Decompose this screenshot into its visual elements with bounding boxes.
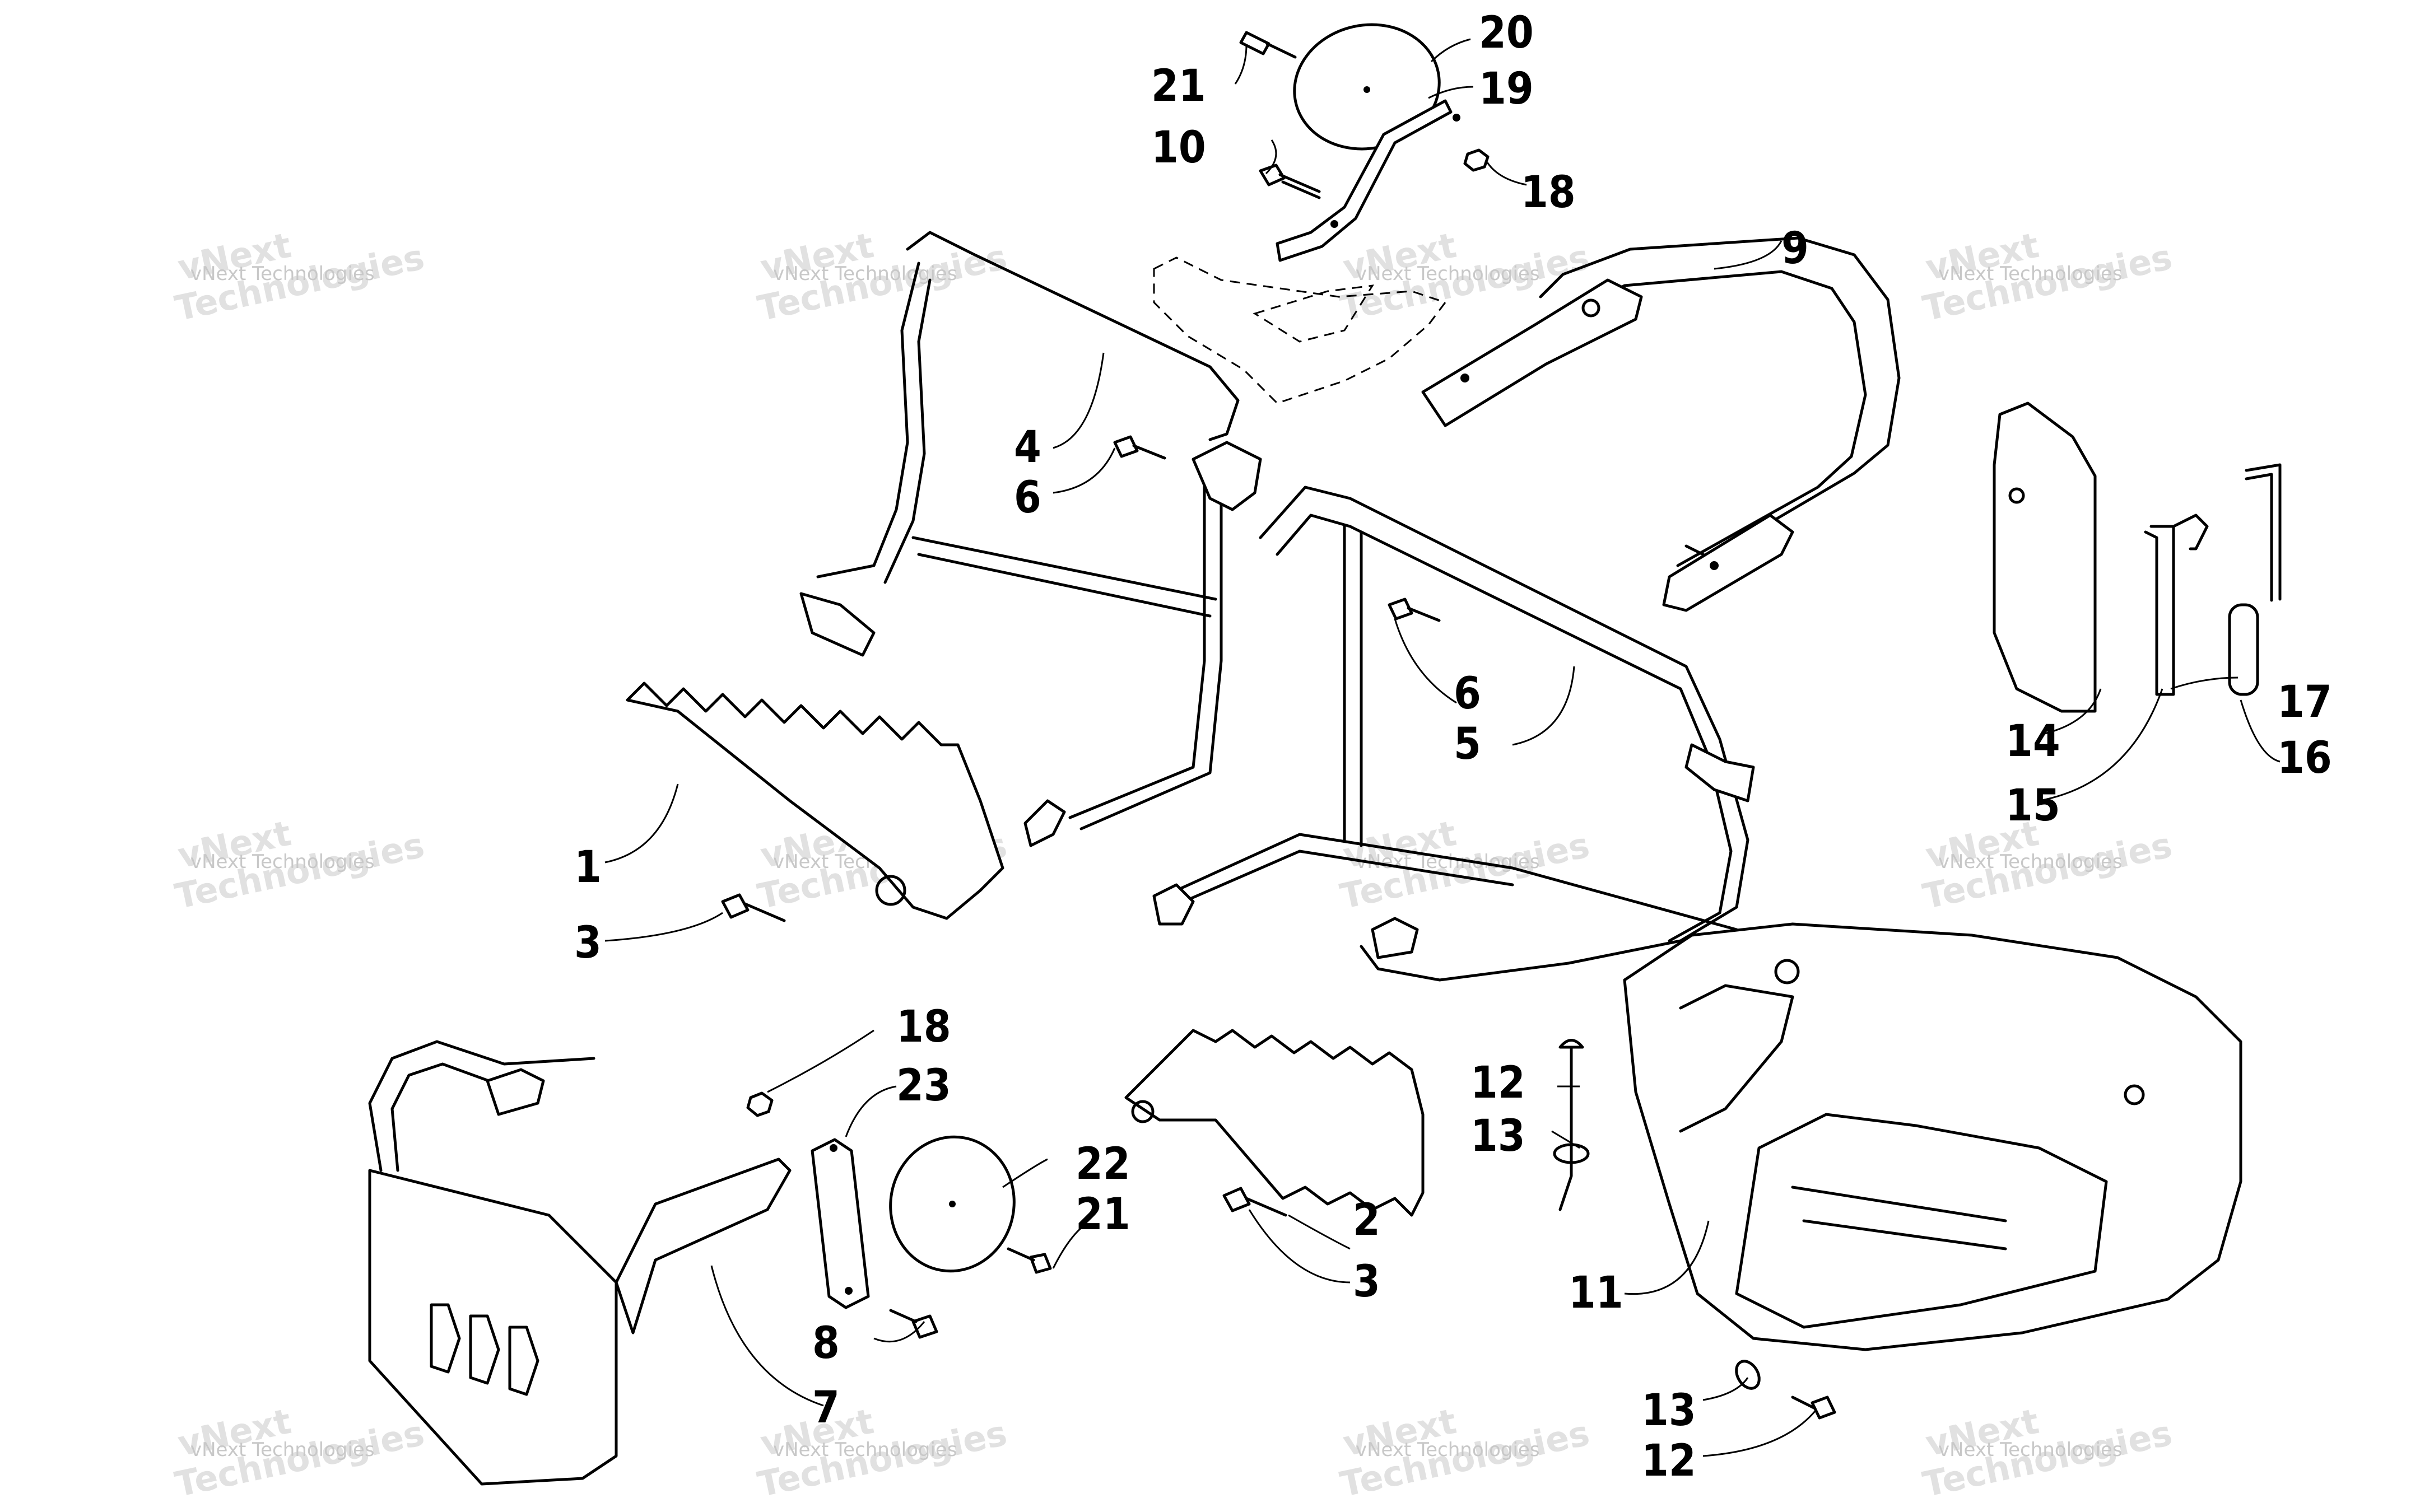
watermark-small: vNext Technologies: [1356, 263, 1540, 285]
watermark-small: vNext Technologies: [1938, 1439, 2123, 1461]
screw-top: [1239, 31, 1297, 59]
callout-14: 14: [2005, 716, 2060, 767]
bolt-6-upper: [1113, 435, 1166, 460]
callout-4: 4: [1014, 422, 1041, 473]
nut-top: [1463, 148, 1490, 172]
reflector-bracket-top: [1276, 99, 1460, 262]
callout-12-lower: 12: [1641, 1436, 1696, 1486]
watermark-small: vNext Technologies: [773, 1439, 957, 1461]
side-frame-left: [799, 231, 1262, 847]
watermark-small: vNext Technologies: [773, 263, 957, 285]
callout-20: 20: [1479, 8, 1534, 58]
screw-lower: [1007, 1247, 1052, 1274]
side-frame-right: [1152, 486, 1755, 982]
bolt-3-right: [1222, 1187, 1287, 1217]
hex-key: [2245, 463, 2282, 602]
callout-15: 15: [2005, 781, 2060, 831]
reflector-bracket-lower: [811, 1138, 870, 1309]
bolt-8: [889, 1309, 938, 1339]
skid-plate: [1623, 922, 2242, 1351]
callout-12-upper: 12: [1470, 1058, 1525, 1108]
watermark-small: vNext Technologies: [1356, 1439, 1540, 1461]
callout-3-left: 3: [574, 918, 602, 968]
callout-11: 11: [1569, 1268, 1623, 1318]
leader-lines: [604, 38, 2281, 1457]
screw-washer-lower: [1735, 1360, 1836, 1420]
callout-21-top: 21: [1151, 61, 1206, 111]
screw-washer-upper: [1553, 1039, 1590, 1211]
callout-6-lower: 6: [1454, 669, 1481, 719]
bolt-3-left: [721, 893, 786, 922]
callout-10: 10: [1151, 123, 1206, 173]
watermark-small: vNext Technologies: [1356, 851, 1540, 873]
reflector-disc-top: [1293, 23, 1441, 151]
callout-1: 1: [574, 842, 602, 893]
watermark-small: vNext Technologies: [1938, 263, 2123, 285]
callout-13-lower: 13: [1641, 1385, 1696, 1436]
front-bumper: [368, 1040, 792, 1486]
nut-lower: [746, 1091, 774, 1117]
callout-17: 17: [2277, 677, 2332, 727]
callout-18-lower: 18: [896, 1002, 951, 1052]
callout-18-top: 18: [1521, 167, 1576, 218]
callout-2: 2: [1353, 1195, 1380, 1245]
callout-13-upper: 13: [1470, 1111, 1525, 1161]
callout-19: 19: [1479, 64, 1534, 114]
callout-16: 16: [2277, 733, 2332, 783]
callout-3-right: 3: [1353, 1257, 1380, 1307]
callout-6-upper: 6: [1014, 473, 1041, 523]
reflector-disc-lower: [889, 1135, 1016, 1273]
watermark-small: vNext Technologies: [190, 1439, 375, 1461]
callout-5: 5: [1454, 719, 1481, 769]
end-cap: [2228, 603, 2259, 696]
rear-bar: [1421, 236, 1901, 612]
callout-9: 9: [1781, 223, 1809, 274]
watermark-small: vNext Technologies: [190, 851, 375, 873]
bolt-6-lower: [1388, 598, 1441, 622]
watermark-small: vNext Technologies: [190, 263, 375, 285]
footrest-right: [1124, 1029, 1425, 1217]
spring-clip: [2144, 514, 2209, 696]
footrest-left: [626, 682, 1004, 920]
callout-23: 23: [896, 1061, 951, 1111]
watermark-small: vNext Technologies: [1938, 851, 2123, 873]
callout-8: 8: [812, 1318, 840, 1369]
callout-21-lower: 21: [1076, 1189, 1130, 1240]
callout-labels: 20 21 19 10 18 9 4 6 6 5 17 14 16 15 1 3…: [574, 8, 2332, 1486]
callout-7: 7: [812, 1383, 840, 1433]
heat-shield: [1993, 402, 2097, 713]
callout-22: 22: [1076, 1139, 1130, 1189]
mounting-plate-dashed: [1153, 256, 1447, 404]
